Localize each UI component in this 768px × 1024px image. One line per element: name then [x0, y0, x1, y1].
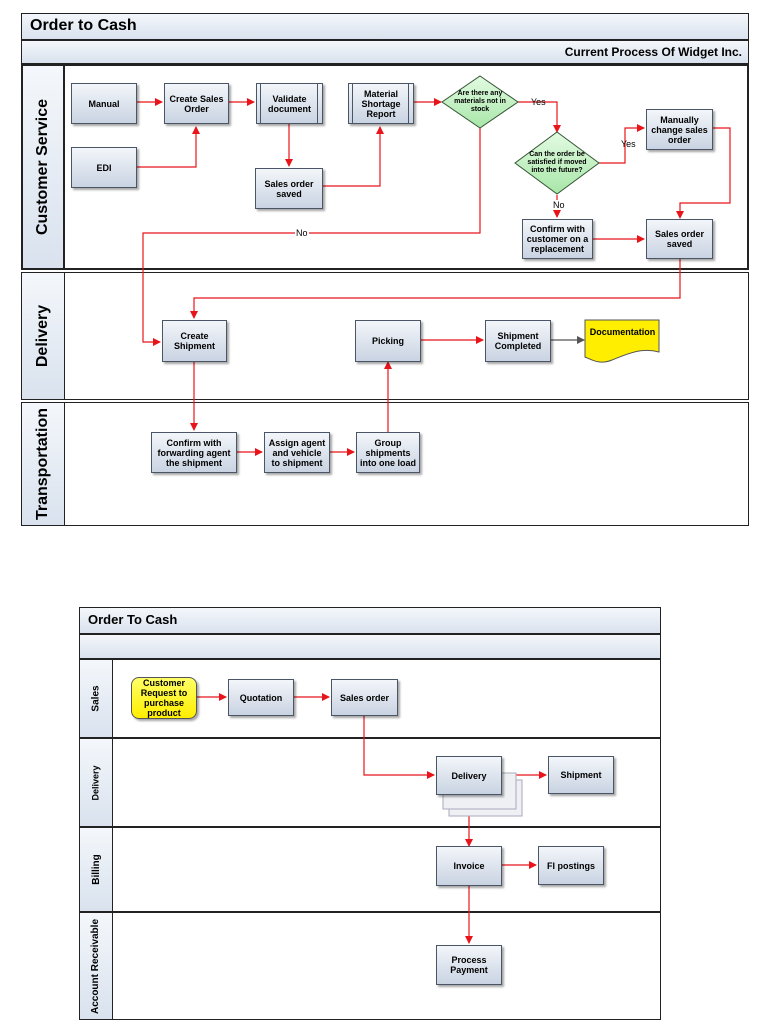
- node-manual: Manual: [71, 83, 137, 124]
- node-sales-order-saved-2: Sales order saved: [646, 219, 713, 259]
- node-confirm-replacement: Confirm with customer on a replacement: [522, 219, 593, 259]
- arrow-saved-shortage: [323, 126, 384, 187]
- label-yes-1: Yes: [531, 97, 546, 107]
- node-assign-agent: Assign agent and vehicle to shipment: [264, 432, 330, 473]
- top-subtitle-bar: Current Process Of Widget Inc.: [21, 40, 749, 64]
- label-no-2: No: [552, 200, 566, 210]
- node-process-payment: Process Payment: [436, 945, 502, 985]
- bottom-subtitle-bar: [79, 634, 661, 659]
- node-shipment: Shipment: [548, 756, 614, 794]
- decision-satisfied-diamond: [514, 131, 600, 195]
- label-no-1: No: [295, 228, 309, 238]
- node-delivery: Delivery: [436, 756, 502, 795]
- label-yes-2: Yes: [621, 139, 636, 149]
- top-title-bar: Order to Cash: [21, 13, 749, 40]
- bottom-title: Order To Cash: [88, 612, 178, 627]
- node-validate-document: Validate document: [256, 83, 323, 124]
- node-fi-postings: FI postings: [538, 846, 604, 885]
- node-material-shortage-report: Material Shortage Report: [348, 83, 414, 124]
- lane-header-delivery: [21, 272, 65, 400]
- node-sales-order-saved: Sales order saved: [255, 168, 323, 209]
- top-subtitle: Current Process Of Widget Inc.: [564, 45, 742, 59]
- bottom-title-bar: Order To Cash: [79, 607, 661, 634]
- node-quotation: Quotation: [228, 679, 294, 716]
- node-documentation: Documentation: [589, 327, 656, 337]
- lane-header-sales: [79, 659, 113, 738]
- decision-materials-text: Are there any materials not in stock: [454, 90, 506, 113]
- arrow-sales-delivery: [363, 716, 435, 779]
- node-sales-order: Sales order: [331, 679, 398, 716]
- lane-header-customer-service: [21, 64, 65, 270]
- lane-header-transportation: [21, 402, 65, 526]
- lane-header-delivery-2: [79, 738, 113, 827]
- node-shipment-completed: Shipment Completed: [485, 320, 551, 362]
- node-confirm-forwarding: Confirm with forwarding agent the shipme…: [151, 432, 237, 473]
- lane-header-account-receivable: [79, 912, 113, 1020]
- node-manually-change: Manually change sales order: [646, 109, 713, 150]
- node-picking: Picking: [355, 320, 421, 362]
- arrow-can-yes: [599, 124, 645, 164]
- node-customer-request: Customer Request to purchase product: [131, 677, 197, 719]
- node-invoice: Invoice: [436, 846, 502, 886]
- top-title: Order to Cash: [30, 17, 137, 34]
- decision-materials-diamond: [441, 75, 519, 129]
- arrow-saved-create-shipment: [190, 259, 681, 319]
- arrow-diamond-yes: [518, 101, 561, 133]
- lane-header-billing: [79, 827, 113, 912]
- arrow-manual-change-saved: [676, 127, 731, 219]
- documentation-shape: [584, 319, 660, 363]
- arrow-diamond-no: [142, 128, 481, 346]
- node-create-shipment: Create Shipment: [162, 320, 227, 362]
- decision-satisfied-text: Can the order be satisfied if moved into…: [527, 151, 587, 174]
- node-group-shipments: Group shipments into one load: [356, 432, 420, 473]
- node-create-sales-order: Create Sales Order: [164, 83, 229, 124]
- node-edi: EDI: [71, 147, 137, 188]
- arrow-edi-create: [137, 126, 200, 168]
